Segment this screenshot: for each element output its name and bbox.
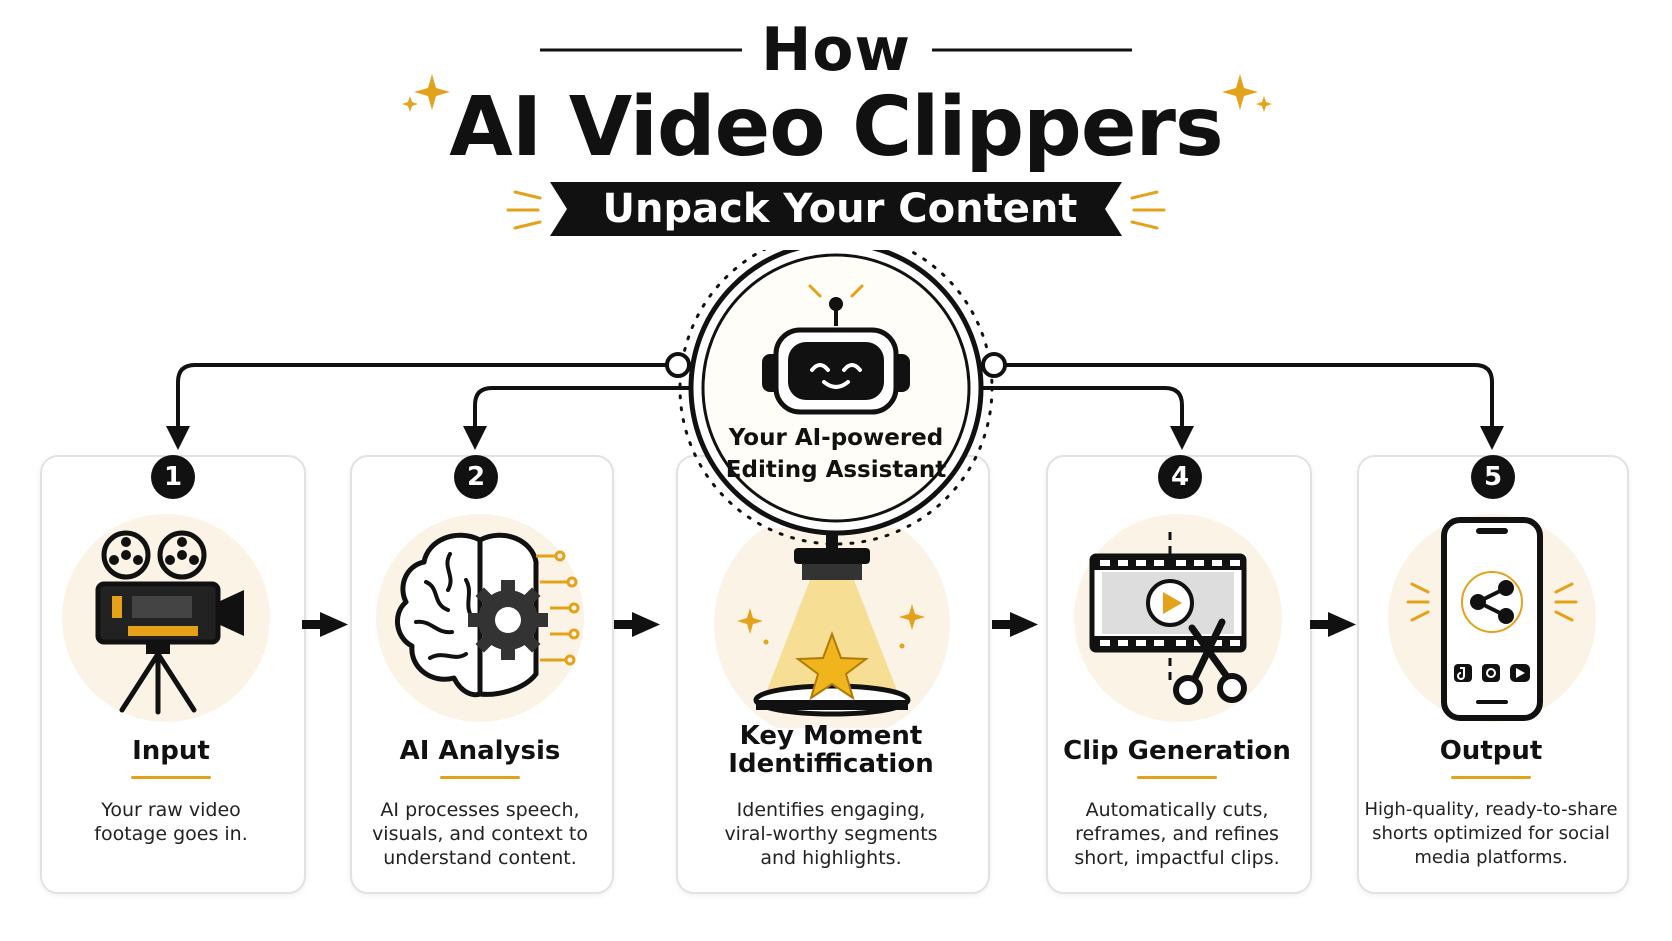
assistant-hub [665,250,1007,546]
sparkle-icon [402,74,450,112]
step-title-ai-analysis: AI Analysis [399,736,561,766]
step-number-4: 4 [1158,455,1202,499]
title-line: Key Moment [739,721,923,751]
title-underline [1451,776,1531,779]
brain-gear-icon [376,514,584,722]
step-number-2: 2 [454,455,498,499]
desc-line: short, impactful clips. [1074,847,1280,869]
film-scissors-icon [1074,514,1282,722]
step-title-clip-generation: Clip Generation [1063,736,1291,766]
caption-line: Editing Assistant [725,457,947,483]
step-desc-input: Your raw video footage goes in. [50,798,292,846]
step-desc-ai-analysis: AI processes speech, visuals, and contex… [358,798,602,870]
step-title-output: Output [1439,736,1543,766]
step-number-1: 1 [151,455,195,499]
caption-line: Your AI-powered [728,425,944,451]
arrow-right-icon [992,612,1038,637]
step-desc-clip-generation: Automatically cuts, reframes, and refine… [1052,798,1302,870]
desc-line: understand content. [383,847,577,869]
desc-line: viral-worthy segments [724,823,938,845]
header-how: How [761,15,911,85]
desc-line: visuals, and context to [372,823,588,845]
header-decorations [402,48,1272,236]
title-underline [131,776,211,779]
flow-arrows [302,612,1356,637]
subtitle-banner [550,182,1122,236]
arrow-right-icon [302,612,348,637]
robot-icon [762,284,910,415]
desc-line: Your raw video [101,799,241,821]
arrow-right-icon [614,612,660,637]
desc-line: shorts optimized for social [1372,823,1610,844]
title-line: Identiffication [728,749,934,779]
burst-lines [506,190,1166,230]
title-underline [1137,776,1217,779]
desc-line: reframes, and refines [1075,823,1279,845]
page-subtitle: Unpack Your Content [602,186,1078,232]
step-desc-key-moment: Identifies engaging, viral-worthy segmen… [686,798,976,870]
page-title: AI Video Clippers [449,80,1224,175]
desc-line: footage goes in. [94,823,248,845]
phone-share-icon [1388,514,1596,722]
desc-line: Automatically cuts, [1085,799,1269,821]
step-title-key-moment: Key Moment Identiffication [676,722,986,778]
desc-line: and highlights. [760,847,902,869]
desc-line: media platforms. [1414,847,1568,868]
desc-line: High-quality, ready-to-share [1364,799,1618,820]
sparkle-icon [1222,74,1272,112]
title-underline [440,776,520,779]
step-number-5: 5 [1471,455,1515,499]
movie-camera-icon [62,514,270,722]
step-title-input: Input [132,736,210,766]
step-desc-output: High-quality, ready-to-share shorts opti… [1360,798,1622,870]
assistant-caption: Your AI-powered Editing Assistant [696,422,976,486]
spotlight-star-icon [714,528,950,728]
desc-line: Identifies engaging, [736,799,926,821]
desc-line: AI processes speech, [380,799,580,821]
arrow-right-icon [1310,612,1356,637]
